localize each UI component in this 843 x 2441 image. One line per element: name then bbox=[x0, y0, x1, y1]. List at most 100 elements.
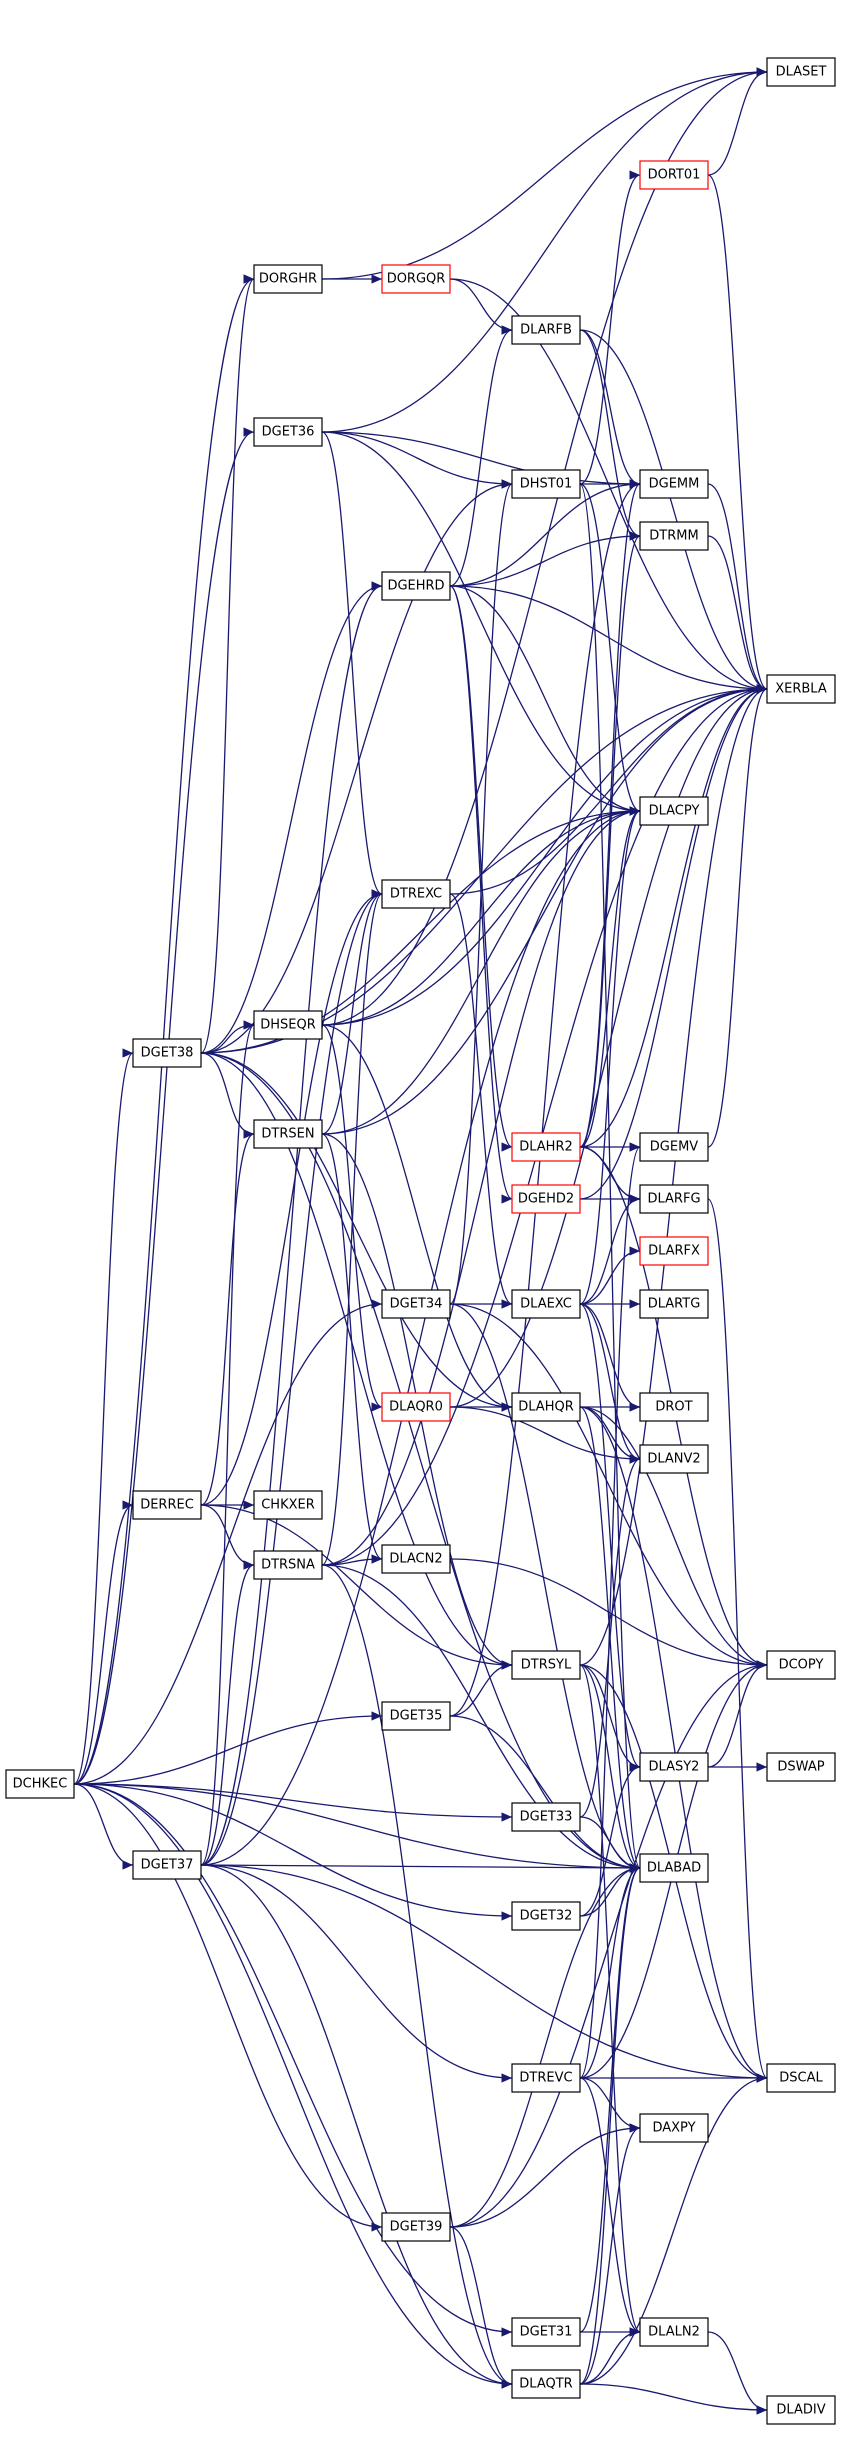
node-dlaqr0[interactable]: DLAQR0 bbox=[381, 1392, 451, 1422]
node-dhseqr[interactable]: DHSEQR bbox=[253, 1010, 323, 1040]
node-dort01[interactable]: DORT01 bbox=[639, 160, 709, 190]
node-dladiv[interactable]: DLADIV bbox=[766, 2395, 836, 2425]
node-dtrsyl[interactable]: DTRSYL bbox=[511, 1650, 581, 1680]
node-dgemv[interactable]: DGEMV bbox=[639, 1132, 709, 1162]
node-box[interactable] bbox=[511, 2317, 581, 2347]
node-chkxer[interactable]: CHKXER bbox=[253, 1490, 323, 1520]
node-box[interactable] bbox=[511, 1802, 581, 1832]
node-dcopy[interactable]: DCOPY bbox=[766, 1650, 836, 1680]
node-dlabad[interactable]: DLABAD bbox=[639, 1853, 709, 1883]
node-box[interactable] bbox=[253, 1119, 323, 1149]
node-dlarfb[interactable]: DLARFB bbox=[511, 315, 581, 345]
node-dlahr2[interactable]: DLAHR2 bbox=[511, 1132, 581, 1162]
node-dlaqtr[interactable]: DLAQTR bbox=[511, 2369, 581, 2399]
node-dswap[interactable]: DSWAP bbox=[766, 1752, 836, 1782]
node-dtrsen[interactable]: DTRSEN bbox=[253, 1119, 323, 1149]
node-dlaset[interactable]: DLASET bbox=[766, 57, 836, 87]
node-dlarfx[interactable]: DLARFX bbox=[639, 1236, 709, 1266]
node-box[interactable] bbox=[511, 1184, 581, 1214]
node-box[interactable] bbox=[639, 2317, 709, 2347]
node-box[interactable] bbox=[511, 315, 581, 345]
node-dget32[interactable]: DGET32 bbox=[511, 1901, 581, 1931]
node-box[interactable] bbox=[511, 469, 581, 499]
node-box[interactable] bbox=[381, 571, 451, 601]
node-box[interactable] bbox=[766, 2395, 836, 2425]
node-box[interactable] bbox=[766, 57, 836, 87]
node-box[interactable] bbox=[639, 1853, 709, 1883]
node-dgemm[interactable]: DGEMM bbox=[639, 469, 709, 499]
node-dget37[interactable]: DGET37 bbox=[132, 1850, 202, 1880]
node-dgehd2[interactable]: DGEHD2 bbox=[511, 1184, 581, 1214]
node-box[interactable] bbox=[639, 1444, 709, 1474]
node-dlartg[interactable]: DLARTG bbox=[639, 1289, 709, 1319]
node-dscal[interactable]: DSCAL bbox=[766, 2063, 836, 2093]
node-box[interactable] bbox=[639, 2113, 709, 2143]
node-dlasy2[interactable]: DLASY2 bbox=[639, 1752, 709, 1782]
node-dtrevc[interactable]: DTREVC bbox=[511, 2063, 581, 2093]
node-box[interactable] bbox=[511, 1650, 581, 1680]
node-dlanv2[interactable]: DLANV2 bbox=[639, 1444, 709, 1474]
node-dget39[interactable]: DGET39 bbox=[381, 2212, 451, 2242]
node-dget35[interactable]: DGET35 bbox=[381, 1701, 451, 1731]
node-dget31[interactable]: DGET31 bbox=[511, 2317, 581, 2347]
node-dtrexc[interactable]: DTREXC bbox=[381, 879, 451, 909]
node-box[interactable] bbox=[381, 1289, 451, 1319]
node-box[interactable] bbox=[511, 1132, 581, 1162]
node-box[interactable] bbox=[639, 160, 709, 190]
node-box[interactable] bbox=[639, 796, 709, 826]
node-xerbla[interactable]: XERBLA bbox=[766, 674, 836, 704]
node-box[interactable] bbox=[511, 1392, 581, 1422]
node-box[interactable] bbox=[381, 264, 451, 294]
node-box[interactable] bbox=[639, 1392, 709, 1422]
node-drot[interactable]: DROT bbox=[639, 1392, 709, 1422]
node-box[interactable] bbox=[381, 1544, 451, 1574]
node-box[interactable] bbox=[132, 1490, 202, 1520]
node-box[interactable] bbox=[253, 1010, 323, 1040]
node-dlacn2[interactable]: DLACN2 bbox=[381, 1544, 451, 1574]
node-dtrmm[interactable]: DTRMM bbox=[639, 521, 709, 551]
node-dget36[interactable]: DGET36 bbox=[253, 417, 323, 447]
node-dlarfg[interactable]: DLARFG bbox=[639, 1184, 709, 1214]
node-box[interactable] bbox=[253, 1490, 323, 1520]
node-dget33[interactable]: DGET33 bbox=[511, 1802, 581, 1832]
node-dlaexc[interactable]: DLAEXC bbox=[511, 1289, 581, 1319]
node-box[interactable] bbox=[639, 1236, 709, 1266]
node-box[interactable] bbox=[766, 674, 836, 704]
node-box[interactable] bbox=[381, 879, 451, 909]
node-box[interactable] bbox=[132, 1850, 202, 1880]
node-box[interactable] bbox=[639, 1184, 709, 1214]
node-box[interactable] bbox=[253, 264, 323, 294]
node-dget38[interactable]: DGET38 bbox=[132, 1038, 202, 1068]
node-box[interactable] bbox=[253, 417, 323, 447]
node-box[interactable] bbox=[766, 1752, 836, 1782]
node-box[interactable] bbox=[639, 1132, 709, 1162]
node-box[interactable] bbox=[511, 1901, 581, 1931]
node-dorghr[interactable]: DORGHR bbox=[253, 264, 323, 294]
node-box[interactable] bbox=[132, 1038, 202, 1068]
node-box[interactable] bbox=[511, 2369, 581, 2399]
node-dchkec[interactable]: DCHKEC bbox=[5, 1769, 75, 1799]
node-box[interactable] bbox=[766, 1650, 836, 1680]
node-dorgqr[interactable]: DORGQR bbox=[381, 264, 451, 294]
node-box[interactable] bbox=[381, 2212, 451, 2242]
node-dhst01[interactable]: DHST01 bbox=[511, 469, 581, 499]
node-dlacpy[interactable]: DLACPY bbox=[639, 796, 709, 826]
node-box[interactable] bbox=[639, 1752, 709, 1782]
node-dtrsna[interactable]: DTRSNA bbox=[253, 1550, 323, 1580]
node-daxpy[interactable]: DAXPY bbox=[639, 2113, 709, 2143]
node-box[interactable] bbox=[639, 1289, 709, 1319]
node-box[interactable] bbox=[5, 1769, 75, 1799]
node-dlaln2[interactable]: DLALN2 bbox=[639, 2317, 709, 2347]
node-box[interactable] bbox=[381, 1701, 451, 1731]
node-box[interactable] bbox=[639, 469, 709, 499]
node-box[interactable] bbox=[511, 1289, 581, 1319]
node-box[interactable] bbox=[511, 2063, 581, 2093]
node-dlahqr[interactable]: DLAHQR bbox=[511, 1392, 581, 1422]
node-box[interactable] bbox=[381, 1392, 451, 1422]
node-box[interactable] bbox=[639, 521, 709, 551]
node-derrec[interactable]: DERREC bbox=[132, 1490, 202, 1520]
node-box[interactable] bbox=[253, 1550, 323, 1580]
node-box[interactable] bbox=[766, 2063, 836, 2093]
node-dgehrd[interactable]: DGEHRD bbox=[381, 571, 451, 601]
node-dget34[interactable]: DGET34 bbox=[381, 1289, 451, 1319]
